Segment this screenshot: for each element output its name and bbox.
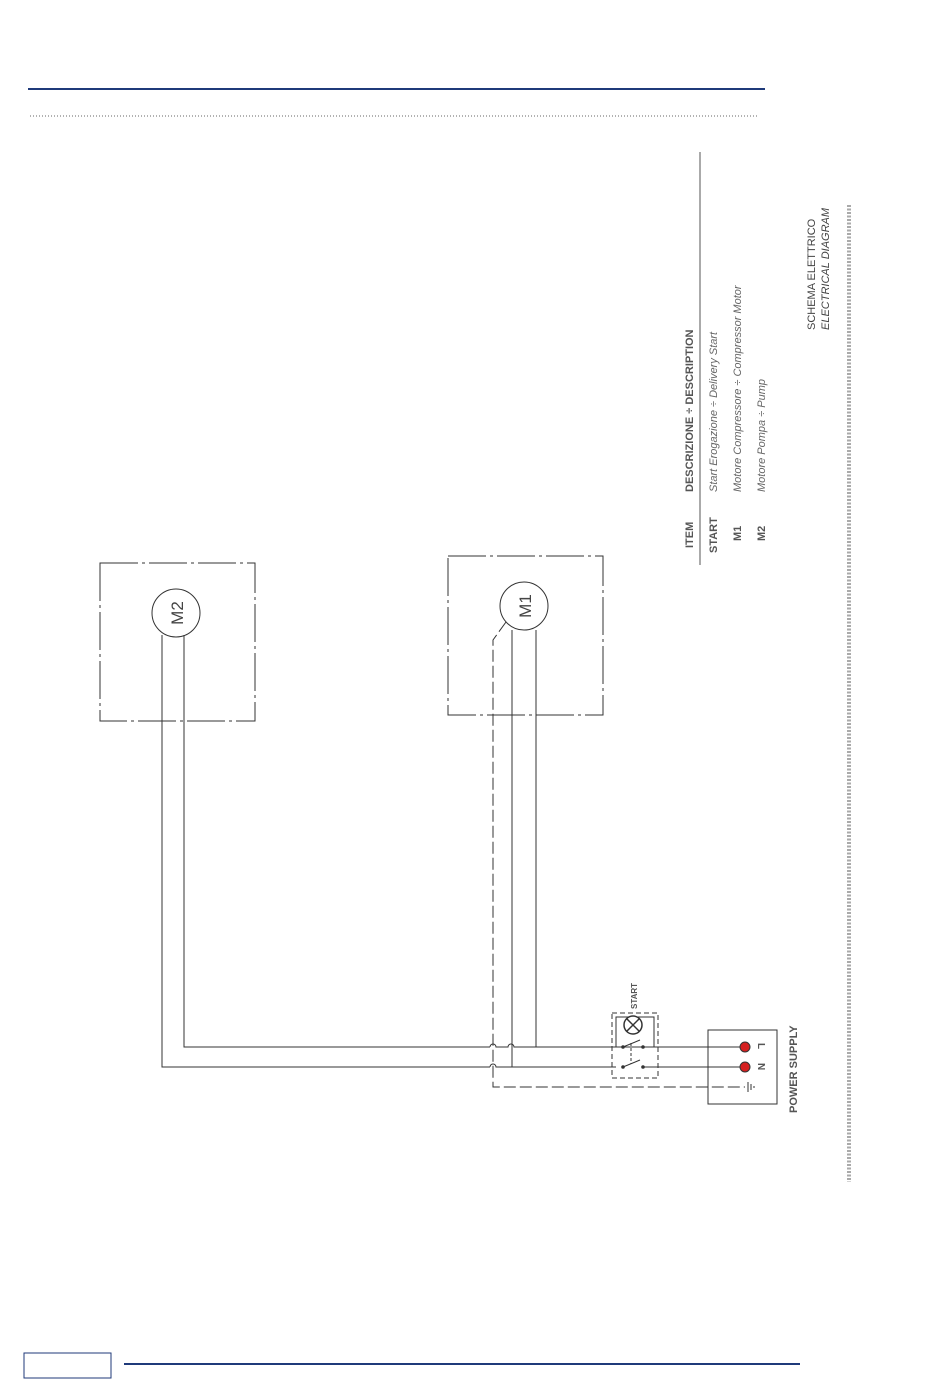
- diagram-title: SCHEMA ELETTRICO ELECTRICAL DIAGRAM: [806, 207, 832, 330]
- power-supply-label: POWER SUPPLY: [788, 1025, 800, 1113]
- legend-row-item: M1: [732, 526, 744, 541]
- m2-enclosure: [100, 563, 255, 721]
- legend-header-item: ITEM: [684, 522, 696, 548]
- terminal-l-label: L: [755, 1043, 766, 1049]
- terminal-n-icon: [740, 1062, 750, 1072]
- title-line-2: ELECTRICAL DIAGRAM: [820, 207, 832, 330]
- m1-enclosure: [448, 556, 603, 715]
- start-switch-label: START: [630, 983, 639, 1009]
- earth-ground-icon: [748, 1082, 754, 1092]
- title-line-1: SCHEMA ELETTRICO: [806, 218, 818, 330]
- legend-row-description: Start Erogazione ÷ Delivery Start: [708, 331, 720, 492]
- legend-row-description: Motore Compressore ÷ Compressor Motor: [732, 284, 744, 492]
- legend-header-description: DESCRIZIONE ÷ DESCRIPTION: [684, 329, 696, 492]
- page-number-box: [24, 1353, 111, 1378]
- terminal-n-label: N: [755, 1063, 766, 1070]
- start-switch: START: [612, 983, 658, 1078]
- legend-row-description: Motore Pompa ÷ Pump: [756, 379, 768, 492]
- m2-wire-line: [184, 635, 490, 1047]
- m2-wire-neutral: [162, 635, 490, 1067]
- terminal-l-icon: [740, 1042, 750, 1052]
- wire-crossover: [490, 1044, 536, 1047]
- legend-row-item: START: [708, 517, 720, 553]
- motor-m1-label: M1: [516, 594, 535, 618]
- motor-m2-label: M2: [168, 601, 187, 625]
- legend-row-item: M2: [756, 526, 768, 541]
- legend-table: ITEM DESCRIZIONE ÷ DESCRIPTION START Sta…: [684, 284, 768, 553]
